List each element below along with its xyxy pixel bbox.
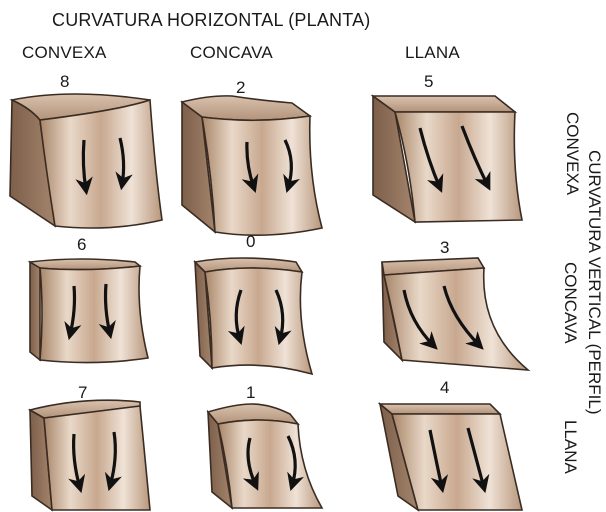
block-0-concave-concave: [195, 258, 312, 374]
cell-number-r0c2: 5: [424, 72, 434, 92]
cell-number-r0c1: 2: [236, 78, 246, 98]
block-7-convex-planar: [30, 400, 150, 510]
cell-number-r2c1: 1: [246, 383, 256, 403]
vertical-curvature-title: CURVATURA VERTICAL (PERFIL): [584, 150, 604, 415]
column-label-llana: LLANA: [405, 43, 460, 63]
cell-number-r1c1: 0: [246, 232, 256, 252]
horizontal-curvature-title: CURVATURA HORIZONTAL (PLANTA): [52, 10, 371, 31]
block-6-convex-concave: [30, 259, 148, 363]
cell-number-r0c0: 8: [60, 72, 70, 92]
block-5-planar-convex: [373, 96, 522, 222]
column-label-concava: CONCAVA: [190, 43, 273, 63]
row-label-llana: LLANA: [560, 420, 580, 474]
cell-number-r2c2: 4: [440, 378, 450, 398]
cell-number-r1c0: 6: [77, 235, 87, 255]
row-label-convexa: CONVEXA: [562, 112, 582, 195]
block-2-concave-convex: [182, 96, 322, 235]
block-3-planar-concave: [382, 258, 528, 370]
column-label-convexa: CONVEXA: [22, 43, 107, 63]
cell-number-r2c0: 7: [78, 383, 88, 403]
cell-number-r1c2: 3: [440, 238, 450, 258]
block-1-concave-planar: [208, 404, 322, 508]
block-8-convex-convex: [10, 94, 162, 228]
block-4-planar-planar: [380, 404, 522, 510]
row-label-concava: CONCAVA: [560, 262, 580, 344]
